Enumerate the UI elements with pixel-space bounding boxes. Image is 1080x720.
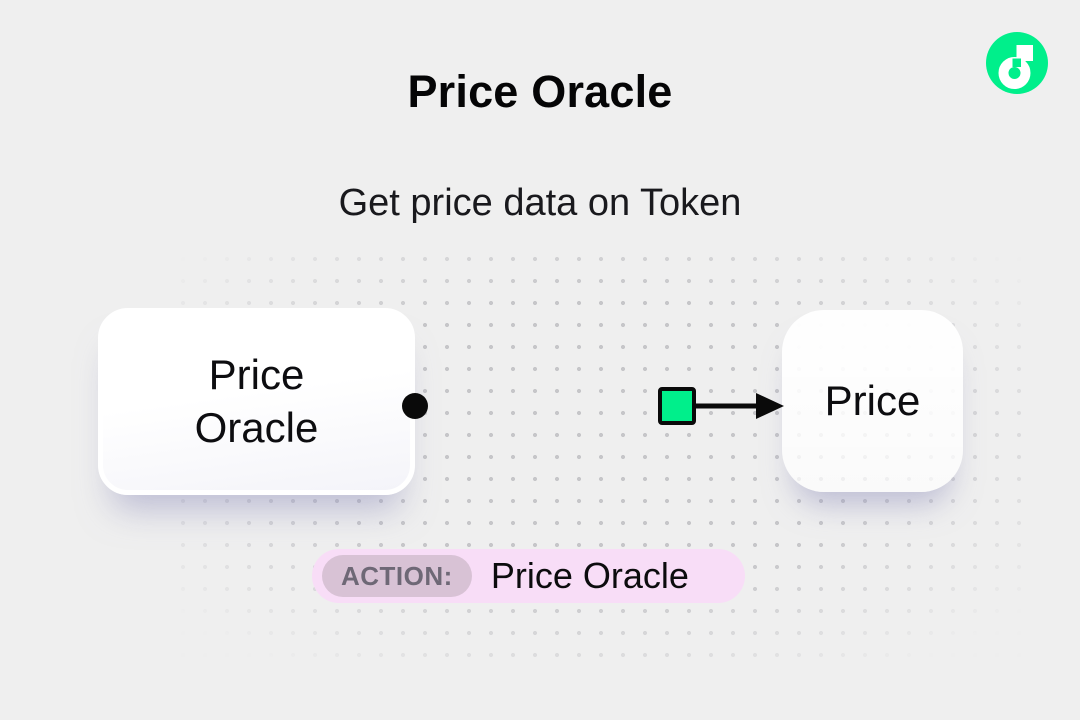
edge-arrowhead [756,393,784,419]
diagram-node-price: Price [782,310,963,492]
edge-arrow [402,387,784,425]
page-subtitle: Get price data on Token [338,182,742,224]
flow-logo-icon [986,32,1048,94]
action-badge: ACTION: Price Oracle [312,549,745,603]
action-badge-value: Price Oracle [490,555,689,596]
node-label: Price [824,377,921,424]
action-badge-label: ACTION: [322,555,472,597]
edge-marker-green-square [658,387,696,425]
page-title: Price Oracle [407,66,673,117]
diagram-node-price-oracle: Price Oracle [98,308,415,495]
node-label: Price Oracle [194,350,319,451]
